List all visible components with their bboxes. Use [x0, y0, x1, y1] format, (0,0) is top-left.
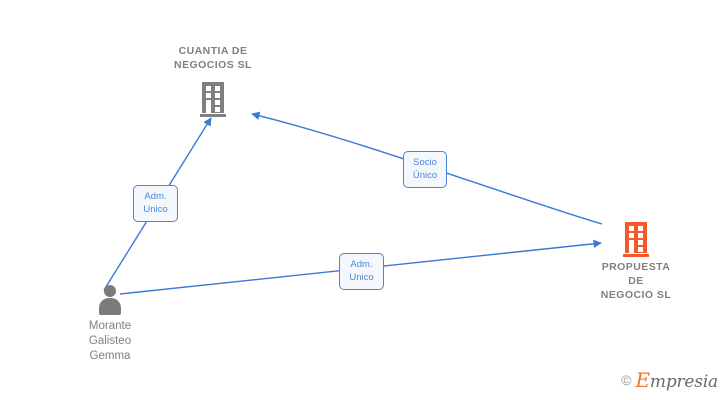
building-icon: [623, 222, 649, 257]
node-label-morante: Morante Galisteo Gemma: [88, 320, 132, 362]
person-icon: [96, 285, 124, 315]
node-morante-galisteo-gemma[interactable]: Morante Galisteo Gemma: [56, 285, 164, 364]
edge-label-adm-unico-propuesta[interactable]: Adm. Unico: [339, 253, 384, 290]
empresia-watermark: © Empresia: [621, 368, 718, 392]
edge-label-adm-unico-cuantia[interactable]: Adm. Unico: [133, 185, 178, 222]
edge-label-socio-unico[interactable]: Socio Único: [403, 151, 447, 188]
brand-wordmark: Empresia: [636, 368, 719, 392]
copyright-icon: ©: [621, 372, 632, 388]
node-cuantia-de-negocios-sl[interactable]: CUANTIA DE NEGOCIOS SL: [163, 44, 263, 117]
node-label-cuantia: CUANTIA DE NEGOCIOS SL: [174, 45, 252, 71]
node-label-propuesta: PROPUESTA DE NEGOCIO SL: [600, 261, 672, 301]
building-icon: [200, 82, 226, 117]
node-propuesta-de-negocio-sl[interactable]: PROPUESTA DE NEGOCIO SL: [578, 222, 694, 302]
brand-initial: E: [635, 368, 651, 392]
brand-rest: mpresia: [649, 372, 718, 392]
